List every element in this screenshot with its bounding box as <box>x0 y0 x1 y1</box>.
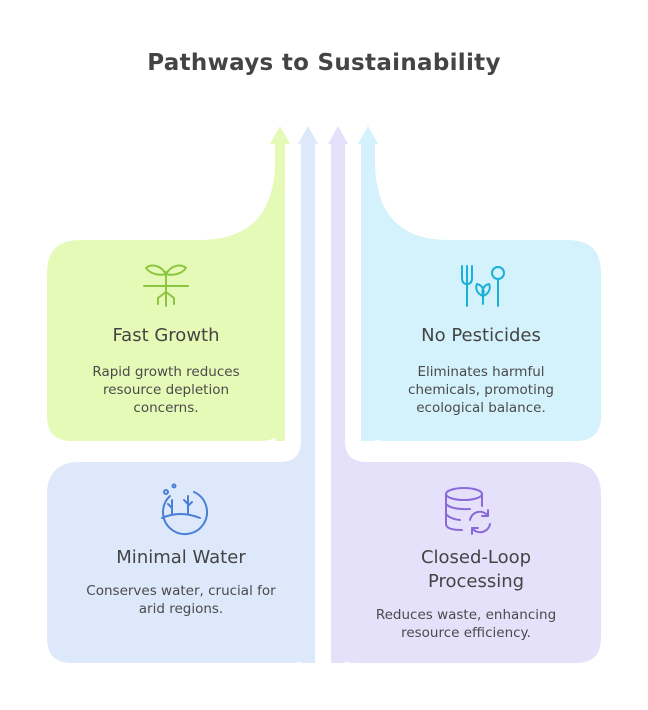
desert-plant-icon <box>161 483 208 536</box>
card-title-fast-growth: Fast Growth <box>112 325 220 346</box>
card-desc-minimal-water: Conserves water, crucial for arid region… <box>86 583 276 617</box>
card-no-pesticides <box>361 144 601 441</box>
card-closed-loop <box>331 144 601 663</box>
utensils-leaf-icon <box>461 265 505 307</box>
card-desc-fast-growth: Rapid growth reduces resource depletion … <box>92 364 240 416</box>
card-desc-closed-loop: Reduces waste, enhancing resource effici… <box>375 607 557 641</box>
database-recycle-icon <box>445 487 491 535</box>
card-title-no-pesticides: No Pesticides <box>421 325 541 346</box>
card-desc-no-pesticides: Eliminates harmful chemicals, promoting … <box>408 364 554 416</box>
plant-roots-icon <box>143 264 189 307</box>
card-title-minimal-water: Minimal Water <box>116 547 246 568</box>
card-minimal-water <box>47 144 315 663</box>
card-title-closed-loop: Closed-Loop Processing <box>420 547 532 592</box>
page-title: Pathways to Sustainability <box>147 50 501 76</box>
